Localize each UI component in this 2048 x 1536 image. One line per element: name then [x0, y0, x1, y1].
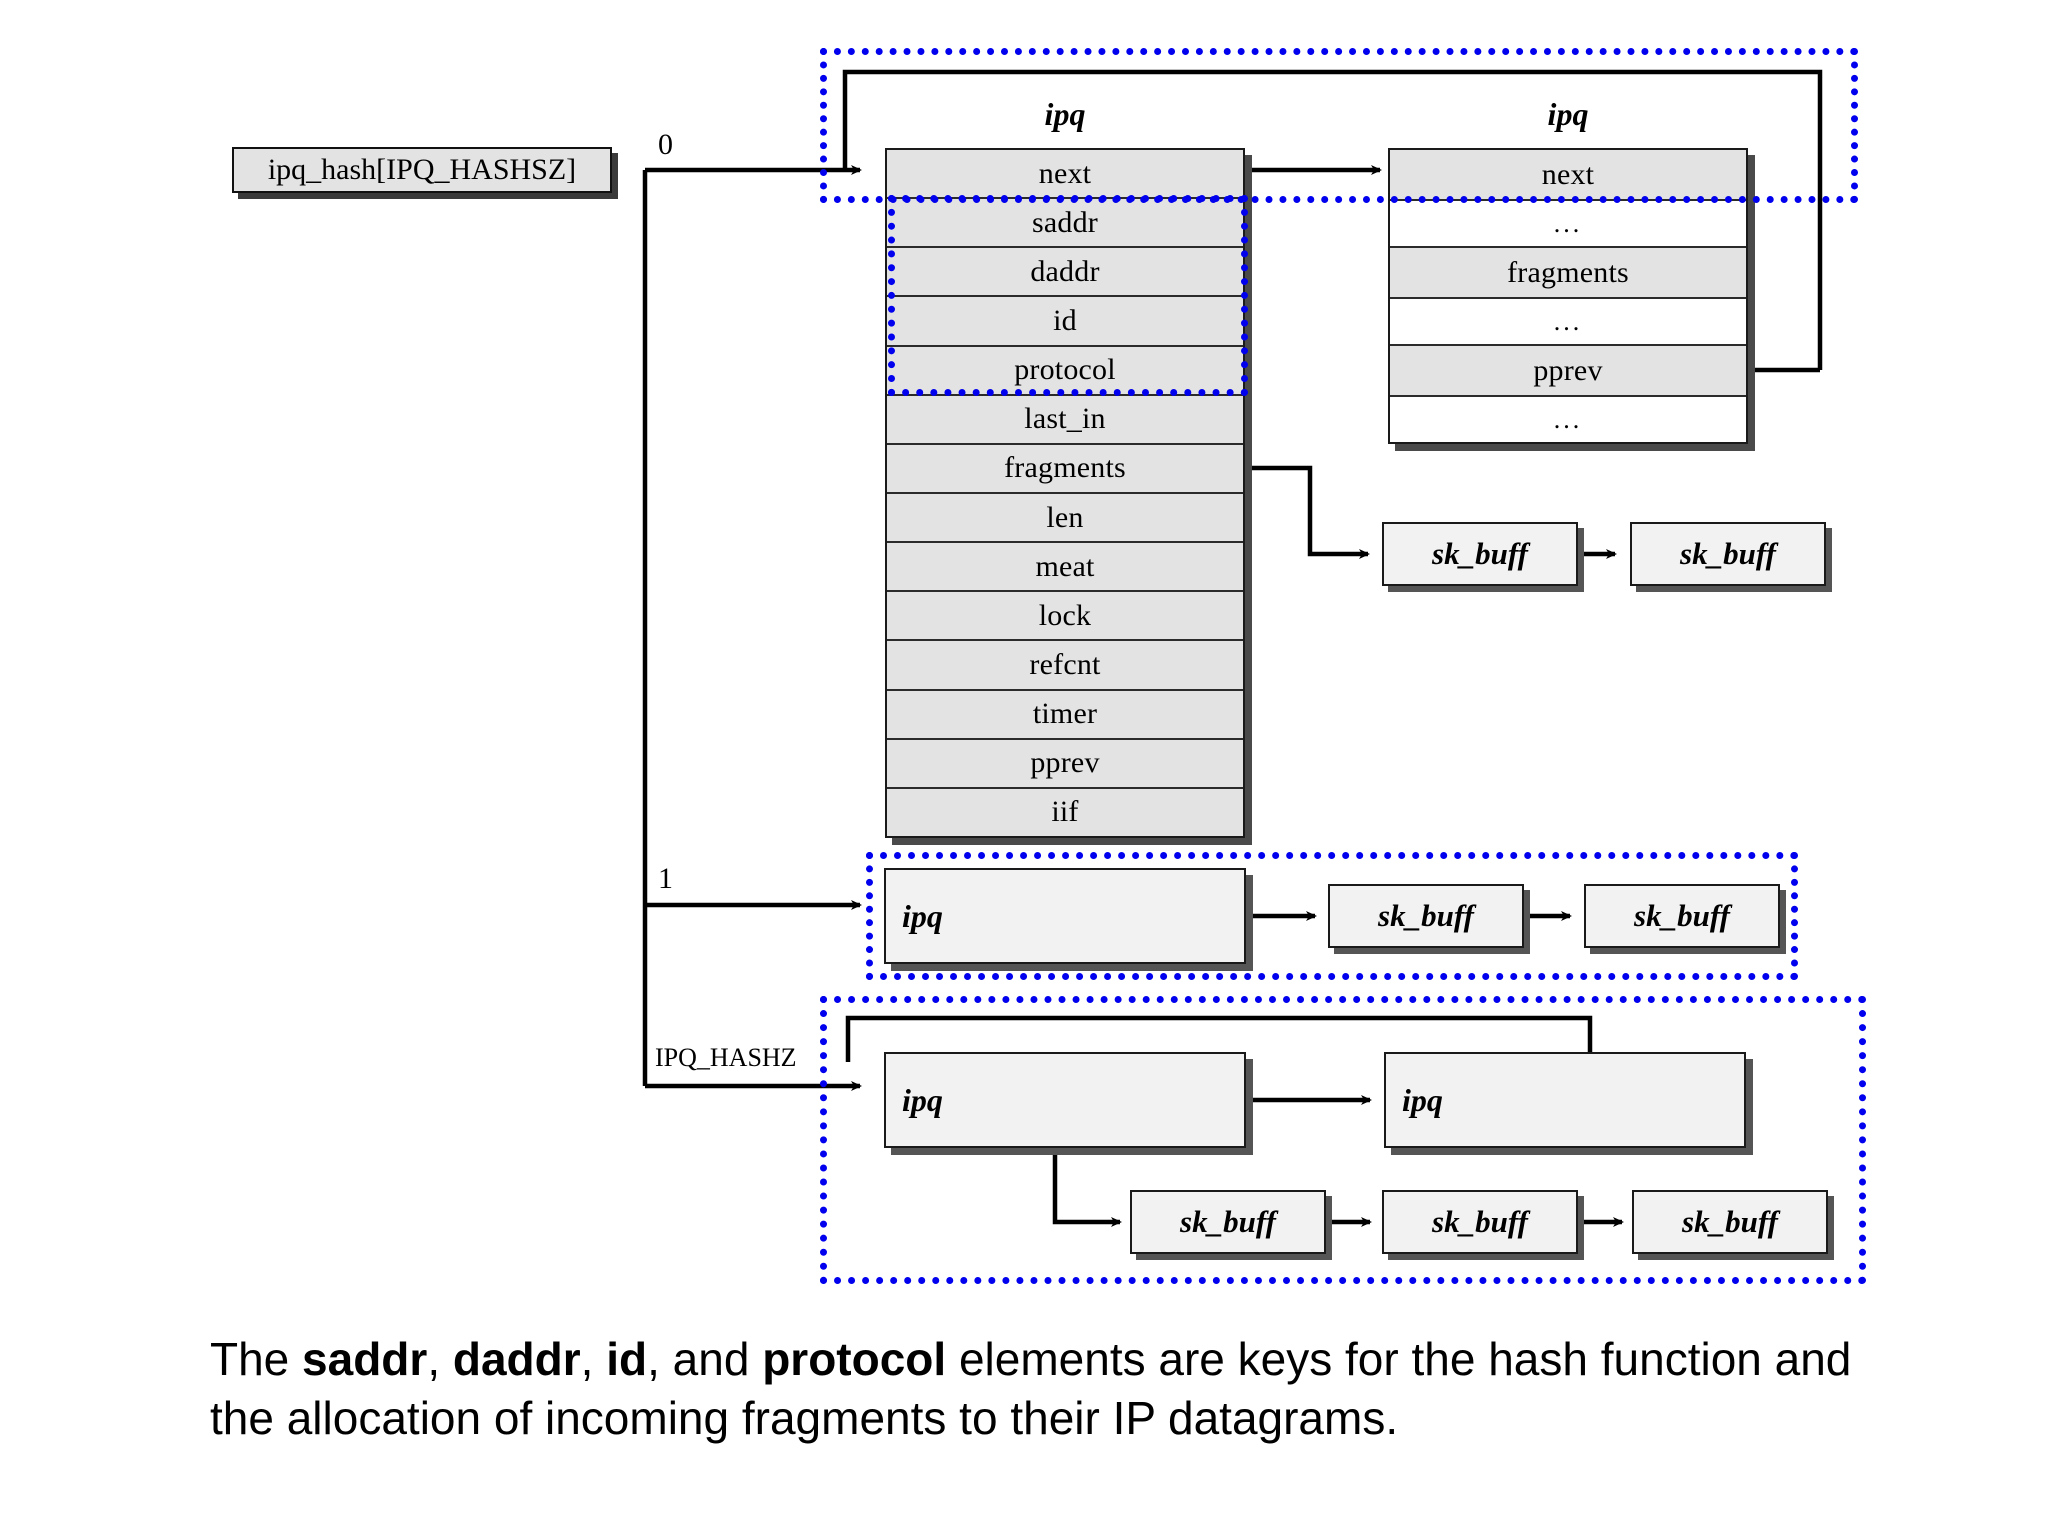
ipq-field-saddr: saddr — [887, 199, 1243, 249]
caption-sep2: , — [580, 1333, 607, 1385]
ipq-secondary-title: ipq — [1547, 96, 1589, 132]
ipq-rowlast-box-1[interactable]: ipq — [884, 1052, 1246, 1148]
ipq-secondary-struct: next ... fragments ... pprev ... — [1388, 148, 1748, 444]
caption-part1: The — [210, 1333, 303, 1385]
caption-sep3: , and — [647, 1333, 763, 1385]
sk-buff-rowlast-3[interactable]: sk_buff — [1632, 1190, 1828, 1254]
ipq-field-meat: meat — [887, 543, 1243, 593]
ipq-field-last-in: last_in — [887, 395, 1243, 445]
bucket-index-0: 0 — [658, 128, 673, 161]
caption-key-id: id — [606, 1333, 648, 1385]
ipq2-field-ellipsis-1: ... — [1390, 201, 1746, 248]
figure-caption: The saddr, daddr, id, and protocol eleme… — [210, 1330, 1890, 1448]
bucket-index-last: IPQ_HASHZ — [655, 1043, 797, 1072]
ipq-primary-title: ipq — [1044, 96, 1086, 132]
ipq-field-timer: timer — [887, 690, 1243, 740]
caption-key-saddr: saddr — [302, 1333, 428, 1385]
ipq2-field-pprev: pprev — [1390, 346, 1746, 397]
ipq-field-iif: iif — [887, 788, 1243, 836]
sk-buff-row1-2[interactable]: sk_buff — [1584, 884, 1780, 948]
ipq-field-refcnt: refcnt — [887, 641, 1243, 691]
caption-part2: elements are keys for the hash function … — [210, 1333, 1852, 1444]
ipq2-field-ellipsis-2: ... — [1390, 299, 1746, 346]
ipq-field-pprev: pprev — [887, 739, 1243, 789]
ipq2-field-ellipsis-3: ... — [1390, 397, 1746, 442]
ipq-primary-struct: next saddr daddr id protocol last_in fra… — [885, 148, 1245, 838]
ipq-field-daddr: daddr — [887, 248, 1243, 298]
ipq-rowlast-box-2[interactable]: ipq — [1384, 1052, 1746, 1148]
ipq-field-id: id — [887, 297, 1243, 347]
ipq2-field-fragments: fragments — [1390, 248, 1746, 299]
ipq-hash-table-box[interactable]: ipq_hash[IPQ_HASHSZ] — [232, 147, 612, 193]
ipq-field-next: next — [887, 150, 1243, 200]
caption-sep1: , — [427, 1333, 453, 1385]
ipq-field-fragments: fragments — [887, 444, 1243, 494]
ipq2-field-next: next — [1390, 150, 1746, 201]
sk-buff-row1-1[interactable]: sk_buff — [1328, 884, 1524, 948]
sk-buff-row0-2[interactable]: sk_buff — [1630, 522, 1826, 586]
ipq-hash-table-label: ipq_hash[IPQ_HASHSZ] — [267, 153, 577, 186]
sk-buff-row0-1[interactable]: sk_buff — [1382, 522, 1578, 586]
ipq-field-lock: lock — [887, 592, 1243, 642]
ipq-field-protocol: protocol — [887, 346, 1243, 396]
sk-buff-rowlast-2[interactable]: sk_buff — [1382, 1190, 1578, 1254]
sk-buff-rowlast-1[interactable]: sk_buff — [1130, 1190, 1326, 1254]
caption-key-protocol: protocol — [762, 1333, 947, 1385]
caption-key-daddr: daddr — [452, 1333, 581, 1385]
ipq-field-len: len — [887, 493, 1243, 544]
bucket-index-1: 1 — [658, 862, 673, 895]
ipq-row1-box[interactable]: ipq — [884, 868, 1246, 964]
